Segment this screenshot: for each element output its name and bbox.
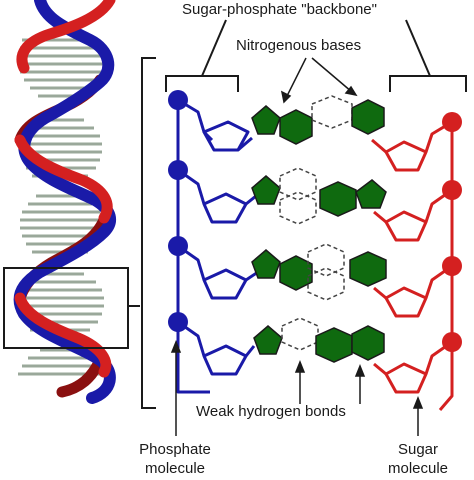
helix-strand-red (14, 0, 116, 378)
phosphate-circle-icon (442, 332, 462, 352)
hydrogen-bond-outline-icon (307, 243, 345, 277)
backbone-pointer-left (201, 19, 227, 77)
base-hexagon-icon (279, 255, 313, 291)
sugar-pentagon-icon (384, 286, 428, 318)
sugar-pentagon-icon (202, 268, 248, 300)
sugar-pentagon-icon (202, 120, 250, 152)
base-hexagon-icon (351, 325, 385, 361)
phosphate-label-line1: Phosphate (139, 441, 211, 458)
hydrogen-bond-outline-icon (279, 191, 317, 225)
sugar-pentagon-icon (384, 210, 428, 242)
annotation-arrows (170, 57, 424, 436)
hydrogen-bond-outline-icon (311, 95, 353, 129)
phosphate-circle-icon (168, 90, 188, 110)
base-pair-row (253, 317, 385, 363)
helix-zoom-box (3, 267, 129, 349)
sugar-pentagon-icon (384, 362, 428, 394)
base-pentagon-icon (251, 175, 281, 205)
backbone-pointer-right (405, 19, 431, 77)
base-pair-row (251, 95, 385, 145)
base-hexagon-icon (279, 109, 313, 145)
sugar-pentagon-icon (384, 140, 428, 172)
phosphate-molecules-left (168, 90, 188, 332)
phosphate-circle-icon (442, 256, 462, 276)
backbone-bracket-right (389, 75, 467, 92)
base-hexagon-icon (349, 251, 387, 287)
base-pairs (251, 95, 387, 363)
base-pentagon-icon (251, 105, 281, 135)
base-pentagon-icon (253, 325, 283, 355)
hydrogen-bond-outline-icon (279, 167, 317, 201)
base-hexagon-icon (315, 327, 353, 363)
phosphate-circle-icon (168, 312, 188, 332)
phosphate-label-line2: molecule (144, 460, 206, 477)
backbone-bracket-left (165, 75, 239, 92)
hydrogen-bond-outline-icon (307, 267, 345, 301)
sugar-label-line2: molecule (387, 460, 449, 477)
double-helix-illustration (3, 0, 140, 404)
left-backbone-strand (176, 98, 259, 394)
base-hexagon-icon (351, 99, 385, 135)
phosphate-circle-icon (442, 180, 462, 200)
phosphate-circle-icon (168, 160, 188, 180)
sugar-pentagon-icon (202, 192, 248, 224)
phosphate-circle-icon (442, 112, 462, 132)
hydrogen-bond-outline-icon (281, 317, 319, 351)
hydrogen-bonds-label: Weak hydrogen bonds (196, 403, 346, 420)
phosphate-circle-icon (168, 236, 188, 256)
base-pentagon-icon (355, 179, 387, 209)
helix-strand-blue (13, 0, 117, 404)
phosphate-molecules-right (442, 112, 462, 352)
sugar-label-line1: Sugar (397, 441, 439, 458)
sugar-pentagon-icon (202, 344, 248, 376)
base-pair-row (251, 243, 387, 301)
base-hexagon-icon (319, 181, 357, 217)
base-pentagon-icon (251, 249, 281, 279)
detail-bracket (141, 57, 156, 409)
nitrogenous-bases-label: Nitrogenous bases (236, 37, 362, 54)
base-pair-row (251, 167, 387, 225)
backbone-label: Sugar-phosphate "backbone" (182, 1, 377, 18)
